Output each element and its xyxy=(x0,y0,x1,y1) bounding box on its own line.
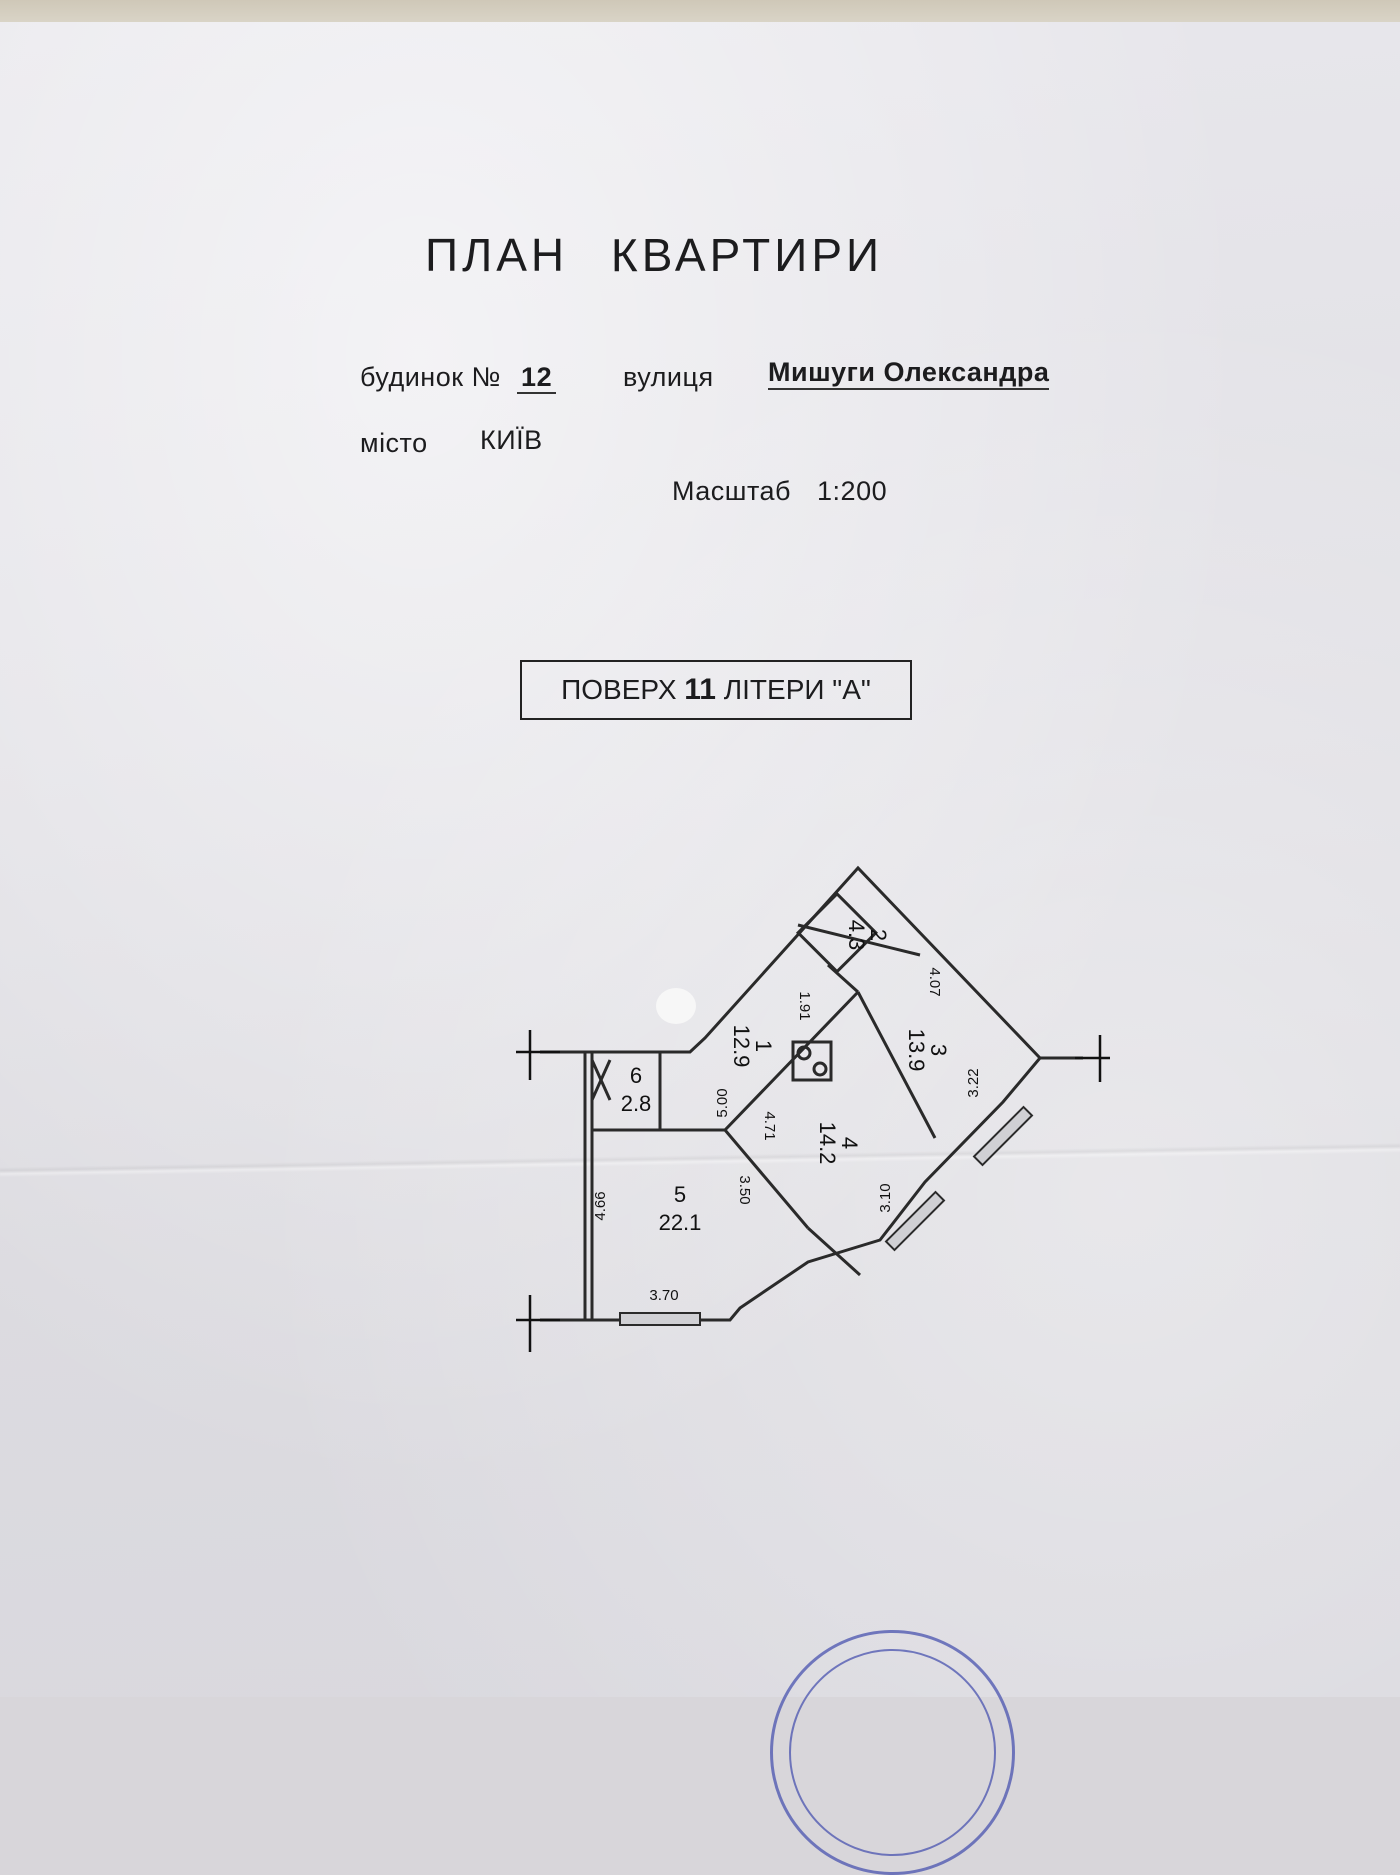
dimension-label: 5.00 xyxy=(714,1088,731,1117)
page-title: ПЛАН КВАРТИРИ xyxy=(425,229,884,281)
floor-prefix: ПОВЕРХ xyxy=(561,674,677,705)
scale-value: 1:200 xyxy=(817,476,888,506)
room-labels: 2 4.3 1 12.9 3 13.9 4 14.2 5 22.1 6 2.8 xyxy=(621,920,951,1235)
room-number: 4 xyxy=(837,1137,862,1149)
paper-sheet xyxy=(0,22,1400,1697)
floor-box: ПОВЕРХ 11 ЛІТЕРИ "А" xyxy=(520,660,912,720)
dimension-label: 3.10 xyxy=(877,1183,894,1212)
plan-walls xyxy=(540,865,1083,1322)
dimension-label: 3.70 xyxy=(649,1287,678,1304)
room-number: 3 xyxy=(926,1044,951,1056)
dimension-label: 3.50 xyxy=(736,1175,753,1204)
room-area: 12.9 xyxy=(729,1025,754,1068)
house-row: будинок № 12 xyxy=(360,362,557,394)
dimension-label: 3.22 xyxy=(965,1068,982,1097)
room-2: 2 4.3 xyxy=(844,920,891,951)
street-name: Мишуги Олександра xyxy=(768,357,1050,390)
room-1: 1 12.9 xyxy=(729,1025,776,1068)
room-area: 2.8 xyxy=(621,1091,652,1116)
room-area: 4.3 xyxy=(844,920,869,951)
floor-suffix: ЛІТЕРИ "А" xyxy=(723,674,871,705)
scale-label: Масштаб xyxy=(672,476,792,506)
room-number: 5 xyxy=(674,1182,686,1207)
city-name: КИЇВ xyxy=(480,425,543,455)
dimension-label: 4.66 xyxy=(592,1191,609,1220)
room-5: 5 22.1 xyxy=(659,1182,702,1235)
room-area: 13.9 xyxy=(904,1029,929,1072)
plan-windows xyxy=(619,1105,1034,1326)
axis-ticks xyxy=(516,1030,1110,1352)
city-label: місто xyxy=(360,428,428,458)
dimension-label: 1.91 xyxy=(796,991,813,1020)
street-label: вулиця xyxy=(623,362,714,392)
dimension-labels: 1.91 4.07 5.00 4.71 3.22 3.10 3.50 4.66 … xyxy=(592,967,982,1304)
room-3: 3 13.9 xyxy=(904,1029,951,1072)
room-number: 2 xyxy=(866,929,891,941)
room-number: 6 xyxy=(630,1063,642,1088)
house-label: будинок № xyxy=(360,362,502,392)
room-area: 14.2 xyxy=(815,1122,840,1165)
entrance-marker xyxy=(656,988,696,1024)
floor-number: 11 xyxy=(684,673,716,706)
room-area: 22.1 xyxy=(659,1210,702,1235)
room-6: 6 2.8 xyxy=(621,1063,652,1116)
dimension-label: 4.71 xyxy=(761,1111,778,1140)
room-4: 4 14.2 xyxy=(815,1122,862,1165)
official-stamp xyxy=(770,1630,1015,1875)
floor-plan: 2 4.3 1 12.9 3 13.9 4 14.2 5 22.1 6 2.8 … xyxy=(516,865,1110,1352)
house-number: 12 xyxy=(517,362,557,394)
scale-row: Масштаб 1:200 xyxy=(672,476,887,507)
room-number: 1 xyxy=(751,1040,776,1052)
dimension-label: 4.07 xyxy=(926,967,943,996)
